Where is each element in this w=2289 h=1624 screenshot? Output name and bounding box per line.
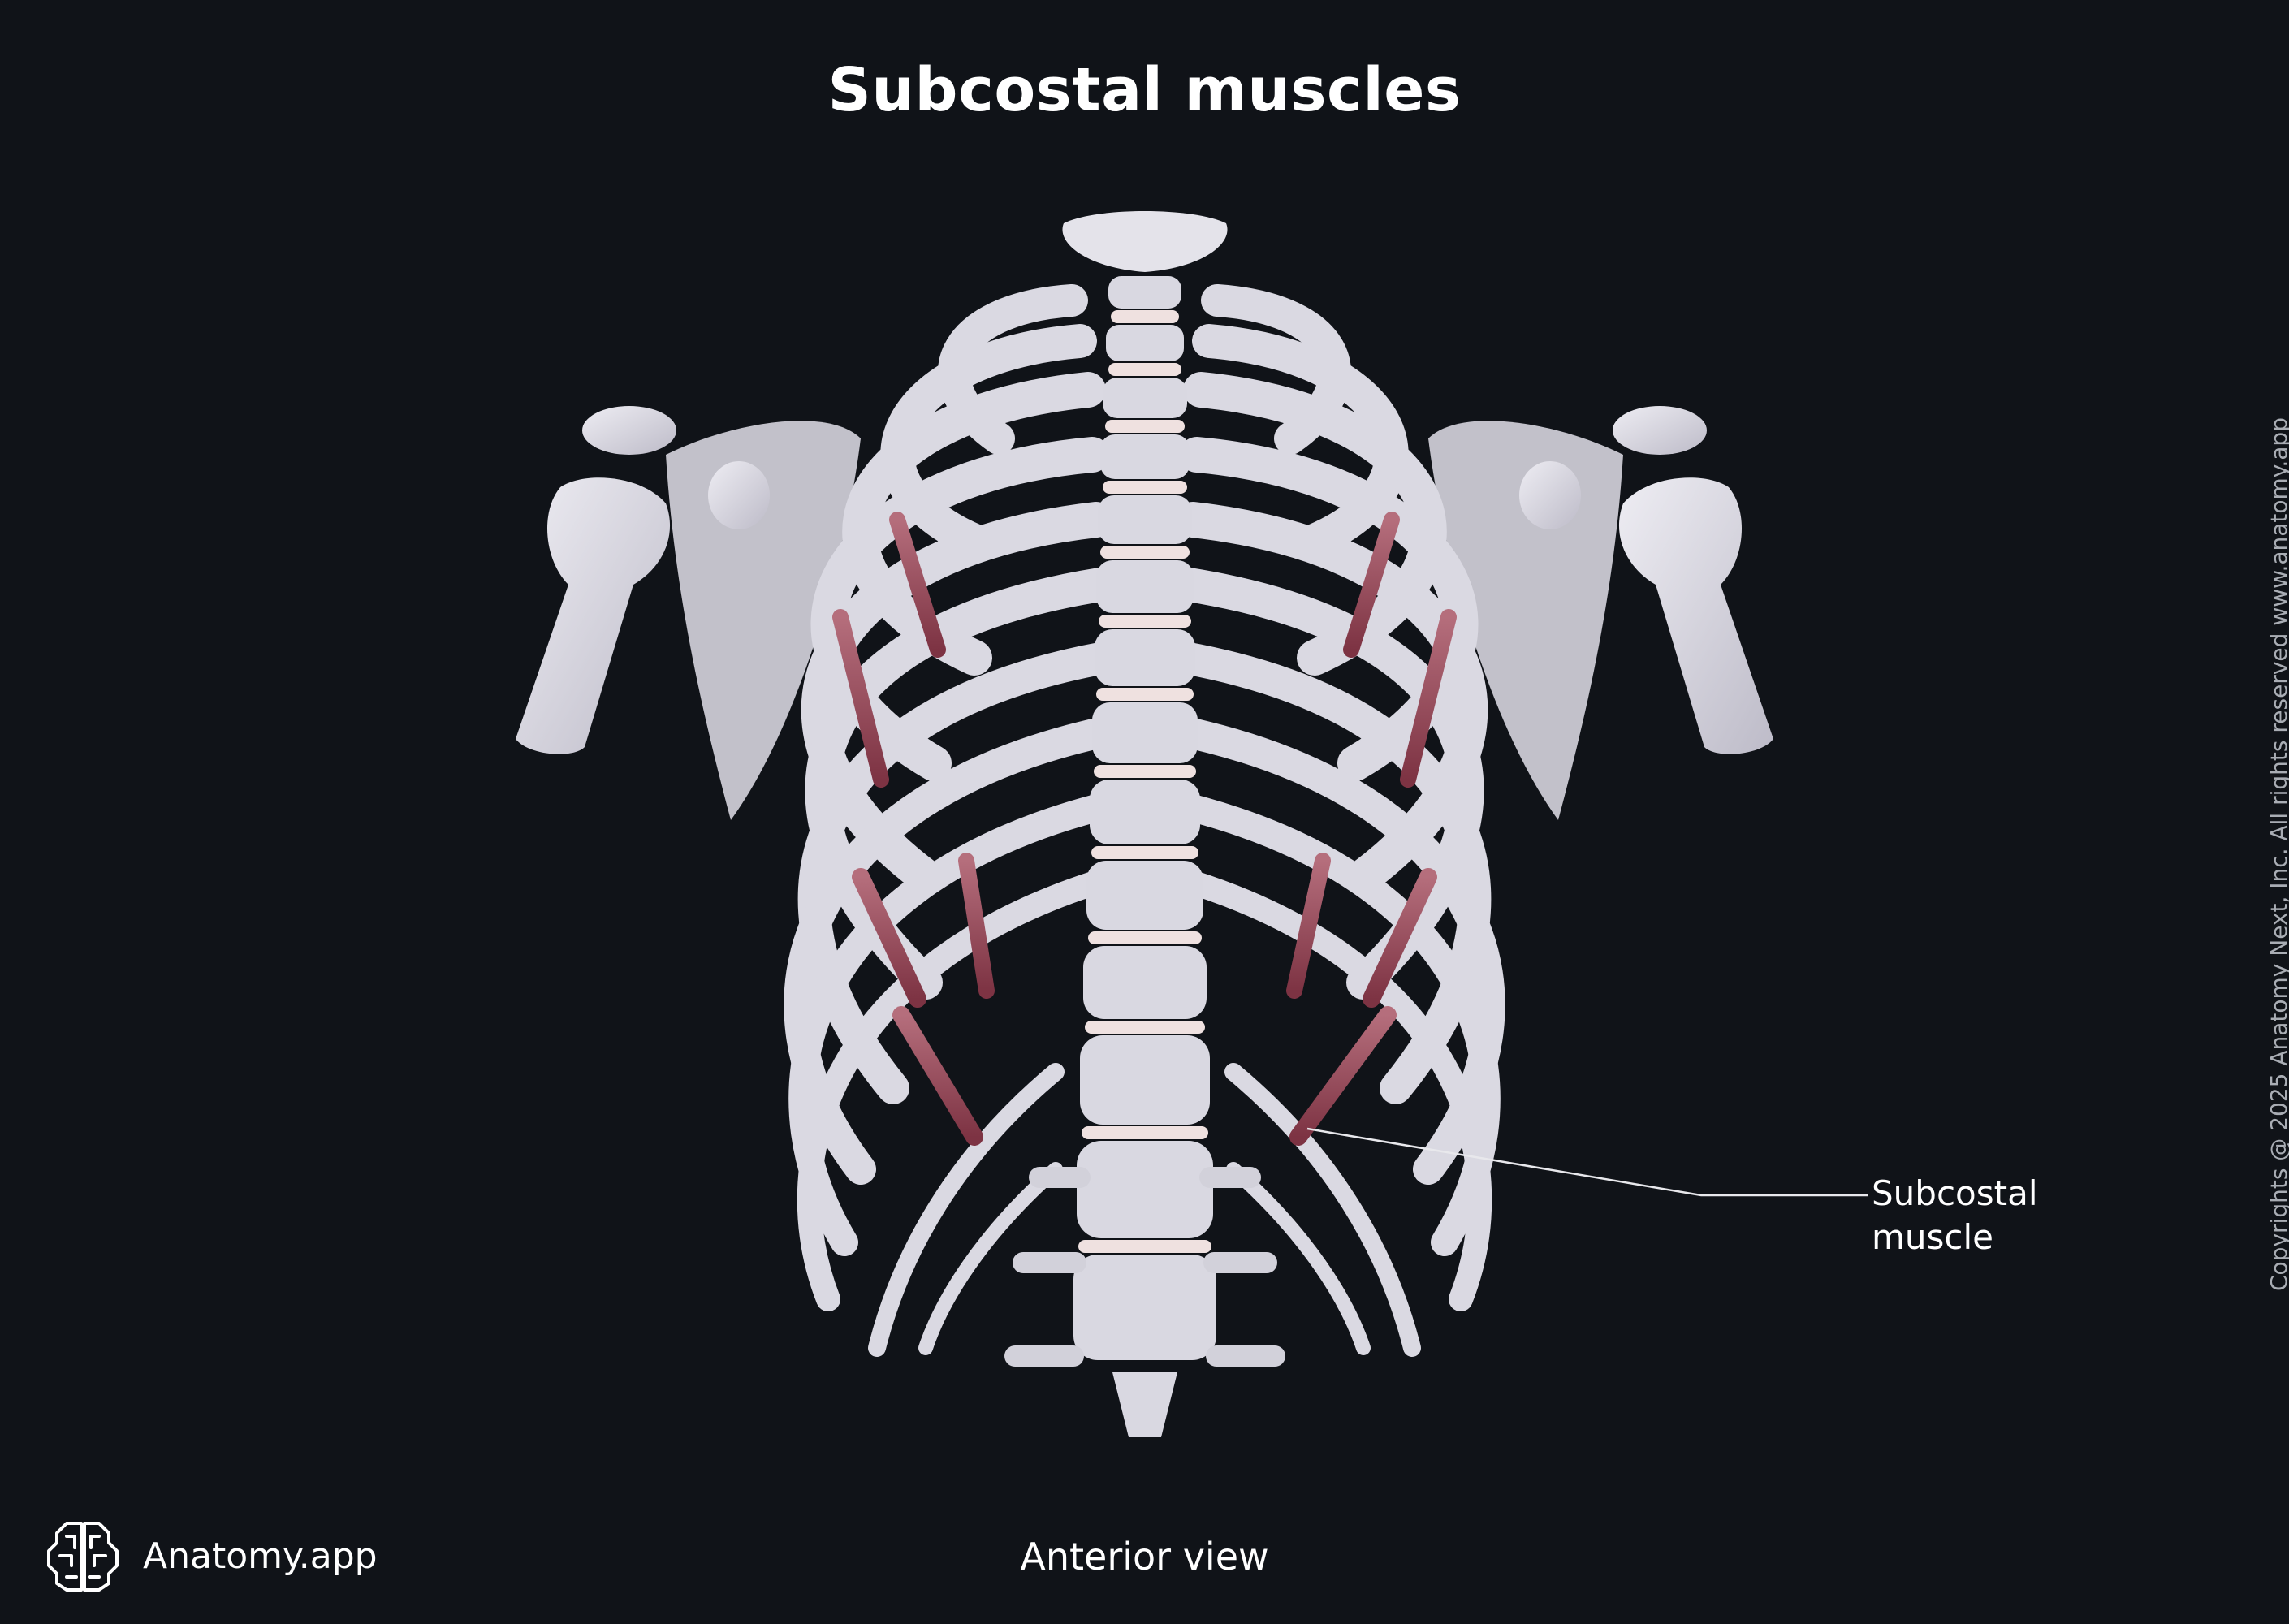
vertebra (1095, 629, 1195, 686)
vertebra (1100, 434, 1190, 479)
right-subcostal-2 (1400, 609, 1457, 788)
vertebra (1083, 946, 1207, 1019)
disc (1111, 310, 1179, 323)
right-subcostal-4 (1286, 853, 1331, 999)
label-line-1: Subcostal (1872, 1173, 2038, 1213)
humeri (516, 406, 1773, 754)
right-rib-8 (1165, 715, 1505, 1185)
vertebra (1096, 560, 1194, 613)
brain-logo-icon (47, 1522, 119, 1592)
right-subcostal-3 (1363, 868, 1437, 1008)
vertebra (1077, 1141, 1213, 1238)
lumbar-tip (1112, 1372, 1177, 1437)
brand-name: Anatomy.app (143, 1535, 378, 1577)
vertebra (1092, 702, 1198, 763)
view-caption: Anterior view (1020, 1535, 1269, 1579)
vertebra (1086, 861, 1203, 930)
disc (1099, 615, 1191, 628)
transverse-processes (1004, 1167, 1285, 1367)
left-subcostal-3 (852, 868, 926, 1008)
right-scapula (1428, 421, 1623, 820)
left-rib-12 (918, 1162, 1063, 1355)
vertebra (1090, 780, 1200, 844)
disc (1100, 546, 1190, 559)
left-rib-6 (805, 568, 1117, 1000)
atlas-vertebra (1062, 211, 1228, 272)
vertebra (1103, 378, 1187, 418)
disc (1108, 363, 1181, 376)
right-acromion (1613, 406, 1707, 455)
vertebral-column (1004, 211, 1285, 1437)
right-rib-5 (1175, 502, 1488, 895)
right-rib-12 (1226, 1162, 1371, 1355)
left-rib-2 (880, 324, 1097, 561)
subcostal-muscles (832, 512, 1457, 1146)
left-subcostal-2 (832, 609, 889, 788)
disc (1085, 1021, 1205, 1034)
left-humerus (516, 477, 671, 754)
right-rib-7 (1168, 641, 1492, 1104)
disc (1103, 481, 1187, 494)
vertebra (1073, 1255, 1216, 1360)
right-humerus (1618, 477, 1773, 754)
vertebra (1098, 495, 1192, 544)
left-subcostal-4 (958, 853, 995, 999)
right-subcostal-5 (1289, 1006, 1397, 1146)
disc (1091, 846, 1198, 859)
left-rib-3 (842, 372, 1106, 676)
vertebrae (1073, 276, 1216, 1437)
left-rib-7 (797, 641, 1121, 1104)
left-rib-5 (801, 502, 1114, 895)
left-coracoid (708, 461, 770, 529)
vertebra (1108, 276, 1181, 309)
scapulae (666, 421, 1623, 820)
disc (1094, 765, 1196, 778)
ribs (784, 284, 1505, 1357)
right-rib-10 (1163, 865, 1492, 1311)
copyright-notice: Copyrights @ 2025 Anatomy Next, Inc. All… (2265, 417, 2289, 1291)
intervertebral-discs (1078, 310, 1211, 1253)
disc (1105, 420, 1185, 433)
vertebra (1106, 325, 1184, 361)
disc (1096, 688, 1194, 701)
brand: Anatomy.app (42, 1515, 378, 1596)
left-subcostal-upper (889, 512, 946, 658)
right-coracoid (1519, 461, 1581, 529)
disc (1078, 1240, 1211, 1253)
right-rib-2 (1192, 324, 1409, 561)
left-rib-8 (784, 715, 1124, 1185)
left-acromion (582, 406, 676, 455)
right-subcostal-upper (1343, 512, 1400, 658)
right-rib-11 (1224, 1063, 1421, 1357)
disc (1088, 931, 1202, 944)
label-line-2: muscle (1872, 1217, 1994, 1257)
left-rib-10 (797, 865, 1126, 1311)
left-rib-11 (868, 1063, 1065, 1357)
disc (1082, 1126, 1208, 1139)
right-rib-3 (1183, 372, 1447, 676)
label-leader-line (1306, 1127, 1868, 1197)
right-rib-6 (1172, 568, 1484, 1000)
page-title: Subcostal muscles (827, 55, 1462, 125)
subcostal-muscle-label: Subcostal muscle (1872, 1172, 2037, 1259)
vertebra (1080, 1035, 1210, 1125)
left-scapula (666, 421, 861, 820)
left-subcostal-5 (892, 1006, 983, 1146)
